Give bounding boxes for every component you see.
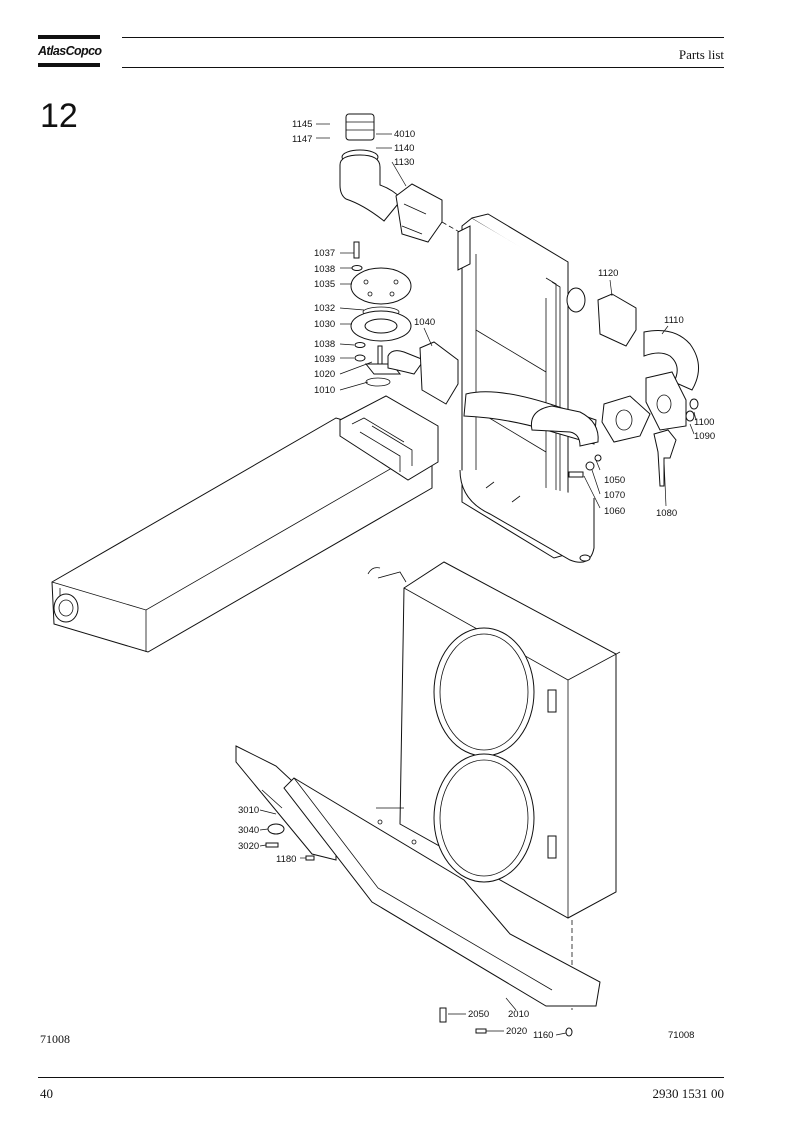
right-pipe-assembly (463, 293, 699, 487)
callout-1010: 1010 (314, 385, 335, 396)
atlas-copco-logo: AtlasCopco (38, 35, 102, 67)
callout-1032: 1032 (314, 303, 335, 314)
callout-1160: 1160 (533, 1030, 553, 1041)
callout-1038-top: 1038 (314, 264, 335, 275)
lower-panels (235, 745, 601, 1037)
figure-id-left: 71008 (40, 1032, 70, 1046)
callout-1070: 1070 (604, 490, 625, 501)
header-rule-bottom (122, 67, 724, 68)
callout-1060: 1060 (604, 506, 625, 517)
header-rule-top (122, 37, 724, 38)
callout-1147: 1147 (292, 134, 312, 145)
callout-1090: 1090 (694, 431, 715, 442)
callout-1140: 1140 (394, 143, 414, 154)
fan-box (367, 561, 621, 1010)
callout-labels: 1145 1147 4010 1140 1130 1037 1038 1035 … (238, 119, 715, 1041)
callout-1180: 1180 (276, 854, 296, 865)
flange-stack (350, 241, 459, 405)
callout-1038-bottom: 1038 (314, 339, 335, 350)
page-title: Parts list (678, 47, 724, 62)
callout-1039: 1039 (314, 354, 335, 365)
callout-2010: 2010 (508, 1009, 529, 1020)
callout-3010: 3010 (238, 805, 259, 816)
logo-wordmark: AtlasCopco (38, 44, 102, 58)
logo-bar-top (38, 35, 100, 39)
callout-1040: 1040 (414, 317, 435, 328)
callout-2050: 2050 (468, 1009, 489, 1020)
long-duct (51, 395, 439, 653)
logo-bar-bottom (38, 63, 100, 67)
callout-1130: 1130 (394, 157, 414, 168)
callout-1030: 1030 (314, 319, 335, 330)
leader-lines (259, 123, 697, 1036)
callout-3020: 3020 (238, 841, 259, 852)
callout-1035: 1035 (314, 279, 335, 290)
callout-1100: 1100 (694, 417, 714, 428)
footer-rule (38, 1077, 724, 1078)
callout-1080: 1080 (656, 508, 677, 519)
section-number: 12 (40, 97, 78, 135)
callout-1120: 1120 (598, 268, 618, 279)
document-number: 2930 1531 00 (652, 1086, 725, 1101)
callout-1050: 1050 (604, 475, 625, 486)
callout-1110: 1110 (664, 315, 684, 326)
callout-2020: 2020 (506, 1026, 527, 1037)
figure-id-right: 71008 (668, 1030, 694, 1041)
callout-3040: 3040 (238, 825, 259, 836)
heat-exchanger-core (457, 213, 595, 563)
callout-1037: 1037 (314, 248, 335, 259)
page-number: 40 (40, 1086, 53, 1101)
callout-4010: 4010 (394, 129, 415, 140)
callout-1020: 1020 (314, 369, 335, 380)
callout-1145: 1145 (292, 119, 312, 130)
